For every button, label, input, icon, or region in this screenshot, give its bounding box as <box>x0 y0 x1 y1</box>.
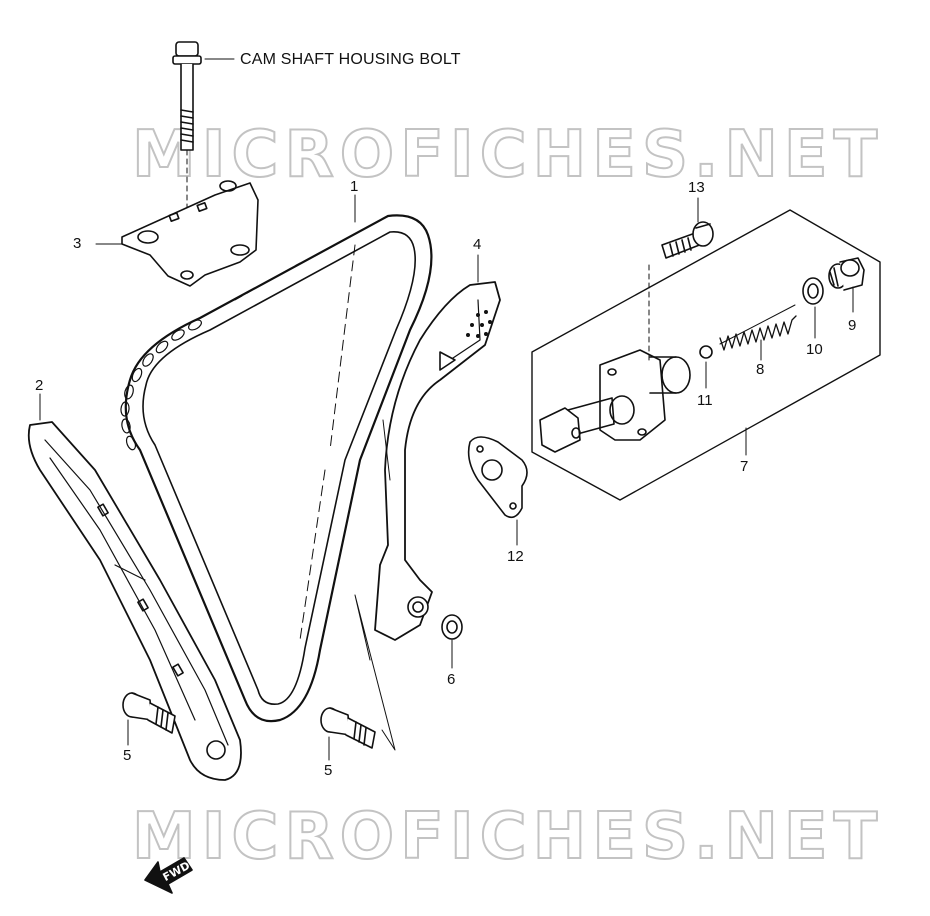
callout-9: 9 <box>848 317 857 334</box>
camshaft-housing-bolt[interactable] <box>172 41 202 273</box>
part-13-tensioner-bolt[interactable] <box>661 221 714 259</box>
part-11-check-ball[interactable] <box>699 345 713 359</box>
callout-5-left: 5 <box>123 747 132 764</box>
callout-10: 10 <box>806 341 823 358</box>
part-10-washer[interactable] <box>802 277 824 305</box>
watermark-bottom: MICROFICHES.NET <box>131 799 884 875</box>
part-7-chain-tensioner[interactable] <box>539 264 691 453</box>
callout-7: 7 <box>740 458 749 475</box>
part-4-tensioner-guide[interactable] <box>374 281 501 641</box>
callout-1: 1 <box>350 178 359 195</box>
part-5-guide-bolt-right[interactable] <box>320 707 376 749</box>
watermark-top: MICROFICHES.NET <box>131 117 884 193</box>
callout-2: 2 <box>35 377 44 394</box>
callout-12: 12 <box>507 548 524 565</box>
part-3-housing-bracket[interactable] <box>121 180 259 287</box>
callout-11: 11 <box>697 392 713 409</box>
callout-4: 4 <box>473 236 482 253</box>
part-7-tensioner-box <box>531 209 881 501</box>
fwd-arrow-icon <box>144 857 193 894</box>
part-9-plug-bolt[interactable] <box>828 257 865 291</box>
callout-8: 8 <box>756 361 765 378</box>
part-12-gasket[interactable] <box>467 436 528 519</box>
part-1-cam-chain[interactable] <box>120 214 433 723</box>
camshaft-bolt-label: CAM SHAFT HOUSING BOLT <box>240 51 461 68</box>
part-2-chain-guide[interactable] <box>27 421 242 781</box>
part-5-guide-bolt-left[interactable] <box>122 692 176 734</box>
part-6-washer[interactable] <box>441 614 463 640</box>
callout-3: 3 <box>73 235 82 252</box>
part-8-spring[interactable] <box>719 304 797 351</box>
callout-13: 13 <box>688 179 705 196</box>
callout-5-right: 5 <box>324 762 333 779</box>
callout-6: 6 <box>447 671 456 688</box>
